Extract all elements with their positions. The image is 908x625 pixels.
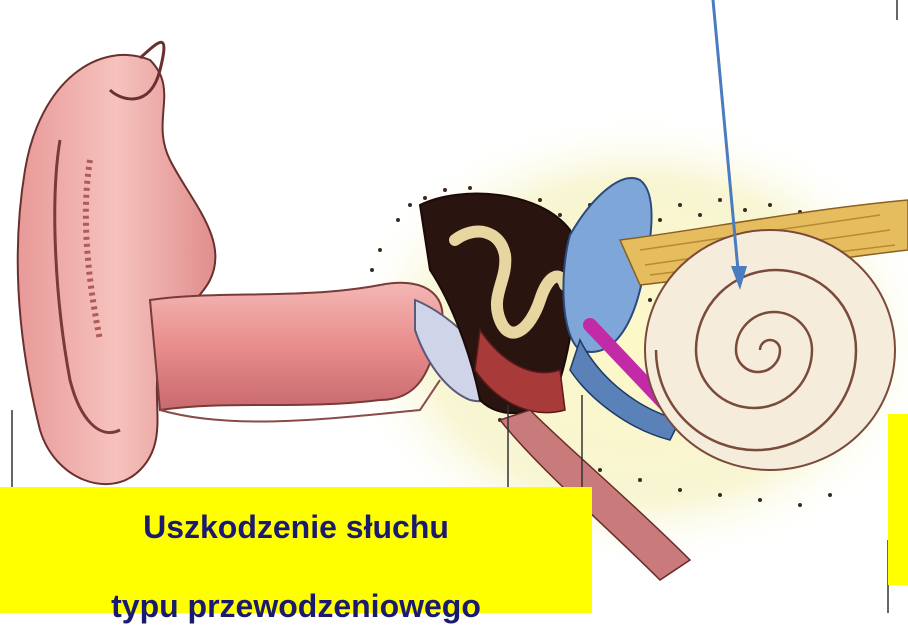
caption-line-1: Uszkodzenie słuchu	[0, 509, 592, 546]
cochlea	[645, 230, 895, 470]
caption-box-right	[888, 414, 908, 585]
pinna	[18, 55, 216, 484]
caption-line-2: typu przewodzeniowego	[0, 588, 592, 625]
ear-canal	[150, 283, 443, 410]
